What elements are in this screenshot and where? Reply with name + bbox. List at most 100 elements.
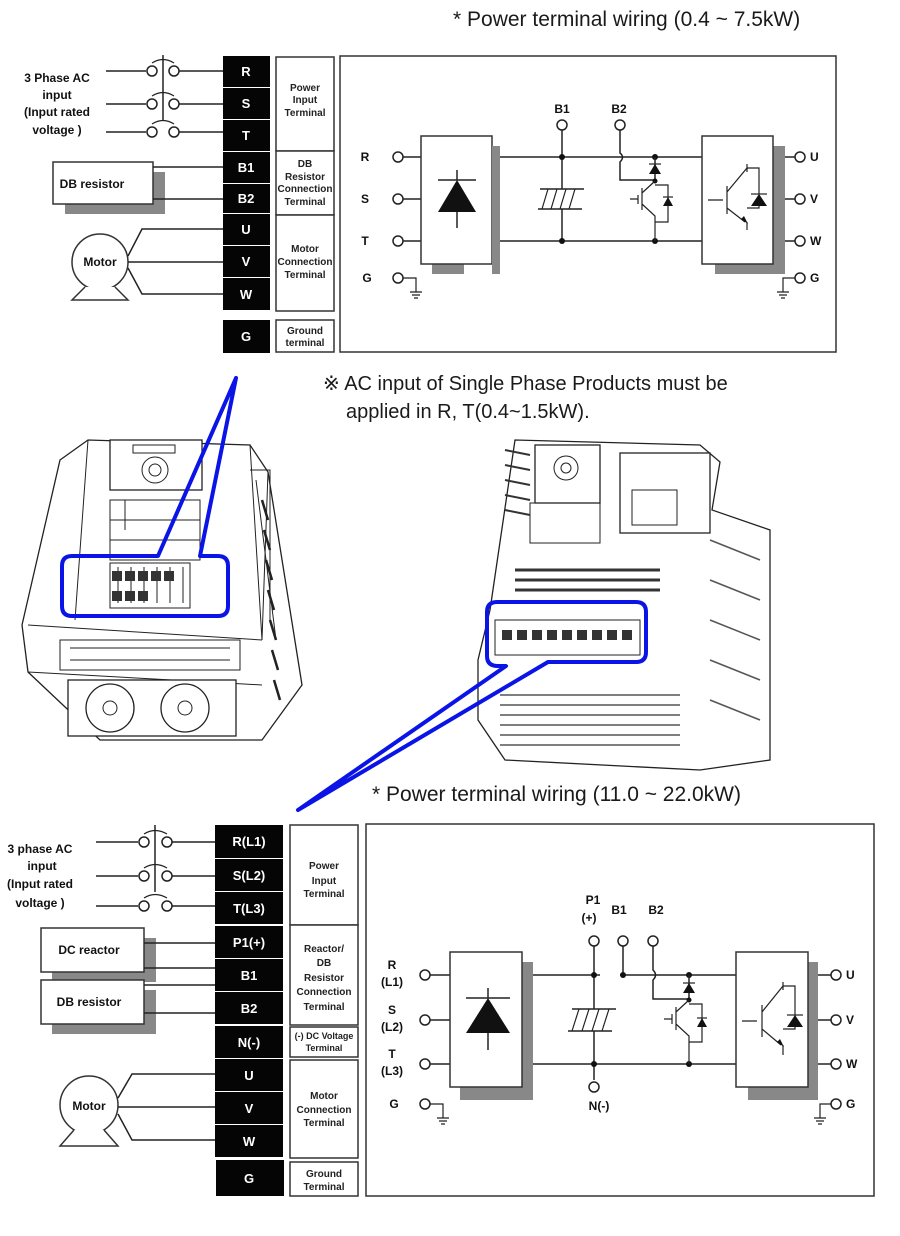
inverter-drawing-large bbox=[296, 439, 771, 812]
bottom-igbt-icon bbox=[742, 982, 803, 1055]
top-group-power-input bbox=[275, 56, 335, 152]
top-terminal-b2: B2 bbox=[238, 191, 255, 206]
bottom-terminal-p1: P1(+) bbox=[233, 935, 265, 950]
bottom-terminal-w: W bbox=[243, 1134, 256, 1149]
bottom-input-label-1: 3 phase AC bbox=[8, 842, 73, 856]
bottom-terminal-r: R(L1) bbox=[232, 834, 265, 849]
top-terminal-u: U bbox=[241, 222, 250, 237]
bottom-breaker-icon bbox=[96, 825, 215, 912]
top-circuit-out-g: G bbox=[810, 271, 819, 285]
top-group-ground-l1: Ground bbox=[287, 326, 323, 337]
top-brake-chopper-icon bbox=[630, 157, 673, 241]
bottom-title: * Power terminal wiring (11.0 ~ 22.0kW) bbox=[372, 783, 741, 806]
bottom-db-resistor-box bbox=[40, 979, 145, 1025]
top-group-motor-l2: Connection bbox=[278, 257, 333, 268]
bottom-circuit-in-s: S bbox=[388, 1003, 396, 1017]
bottom-input-label-3: (Input rated bbox=[7, 877, 73, 891]
terminal-screws-small bbox=[109, 562, 191, 609]
top-group-ground bbox=[275, 319, 335, 353]
bottom-group-dc-l1: (-) DC Voltage bbox=[295, 1031, 354, 1041]
bottom-group-reactor-l1: Reactor/ bbox=[304, 944, 344, 955]
bottom-circuit-b2-label: B2 bbox=[648, 903, 664, 917]
bottom-terminal-b2: B2 bbox=[241, 1001, 258, 1016]
terminal-screws-large bbox=[494, 619, 641, 656]
bottom-brake-chopper-icon bbox=[664, 975, 707, 1064]
bottom-dc-reactor-box bbox=[40, 927, 145, 973]
top-group-ground-l2: terminal bbox=[286, 338, 325, 349]
bottom-circuit-out-g: G bbox=[846, 1097, 855, 1111]
top-wiring-panel: 3 Phase AC input (Input rated voltage ) … bbox=[24, 55, 335, 353]
top-circuit-b1-label: B1 bbox=[554, 102, 570, 116]
bottom-circuit-b1-label: B1 bbox=[611, 903, 627, 917]
bottom-circuit-in-r: R bbox=[388, 958, 397, 972]
top-terminal-g: G bbox=[241, 329, 251, 344]
bottom-terminal-strip bbox=[215, 825, 284, 1196]
bottom-group-motor bbox=[289, 1059, 359, 1159]
top-breaker-icon bbox=[106, 55, 223, 138]
top-db-resistor-box bbox=[52, 161, 154, 205]
bottom-circuit-in-g: G bbox=[389, 1097, 398, 1111]
single-phase-note-line2: applied in R, T(0.4~1.5kW). bbox=[346, 401, 590, 423]
bottom-input-label-4: voltage ) bbox=[15, 896, 64, 910]
top-group-db-l3: Connection bbox=[278, 184, 333, 195]
bottom-circuit-in-r-alt: (L1) bbox=[381, 975, 403, 989]
bottom-db-resistor-label: DB resistor bbox=[57, 995, 122, 1009]
top-terminal-t: T bbox=[242, 128, 250, 143]
top-circuit-out-v: V bbox=[810, 192, 818, 206]
bottom-input-label-2: input bbox=[27, 859, 56, 873]
bottom-circuit-out-v: V bbox=[846, 1013, 854, 1027]
top-group-power-input-l1: Power bbox=[290, 83, 320, 94]
top-terminal-strip bbox=[223, 56, 270, 353]
bottom-terminal-s: S(L2) bbox=[233, 868, 266, 883]
top-terminal-b1: B1 bbox=[238, 160, 255, 175]
top-group-power-input-l3: Terminal bbox=[285, 108, 326, 119]
bottom-dc-reactor-label: DC reactor bbox=[58, 943, 120, 957]
bottom-group-ground bbox=[289, 1161, 359, 1197]
bottom-terminal-v: V bbox=[245, 1101, 254, 1116]
bottom-group-motor-l3: Terminal bbox=[304, 1118, 345, 1129]
bottom-group-ground-l1: Ground bbox=[306, 1169, 342, 1180]
bottom-group-motor-l2: Connection bbox=[297, 1105, 352, 1116]
top-circuit-in-r: R bbox=[361, 150, 370, 164]
bottom-circuit-out-u: U bbox=[846, 968, 855, 982]
bottom-circuit-p1-sub: (+) bbox=[582, 911, 597, 925]
top-group-db-l1: DB bbox=[298, 159, 312, 170]
bottom-wiring-panel: 3 phase AC input (Input rated voltage ) … bbox=[7, 824, 359, 1197]
bottom-capacitor-icon bbox=[568, 1008, 616, 1032]
top-rectifier-diode-icon bbox=[438, 170, 476, 228]
bottom-terminal-b1: B1 bbox=[241, 968, 258, 983]
top-circuit-panel: R S T G B1 B2 bbox=[339, 55, 837, 353]
top-terminal-r: R bbox=[241, 64, 251, 79]
top-group-power-input-l2: Input bbox=[293, 95, 318, 106]
top-group-db-l2: Resistor bbox=[285, 172, 325, 183]
bottom-circuit-n-label: N(-) bbox=[589, 1099, 610, 1113]
top-input-label-1: 3 Phase AC bbox=[24, 71, 90, 85]
bottom-group-reactor-l2: DB bbox=[317, 958, 331, 969]
bottom-group-reactor-db bbox=[289, 924, 359, 1026]
callout-large-terminal bbox=[296, 600, 648, 812]
bottom-group-dc-l2: Terminal bbox=[306, 1043, 343, 1053]
bottom-group-reactor-l5: Terminal bbox=[304, 1002, 345, 1013]
top-input-label-4: voltage ) bbox=[32, 123, 81, 137]
bottom-terminal-t: T(L3) bbox=[233, 901, 265, 916]
top-group-motor bbox=[275, 214, 335, 312]
top-terminal-s: S bbox=[242, 96, 251, 111]
top-circuit-out-w: W bbox=[810, 234, 822, 248]
top-motor-label: Motor bbox=[83, 255, 117, 269]
top-input-label-3: (Input rated bbox=[24, 105, 90, 119]
top-group-db-resistor bbox=[275, 150, 335, 216]
top-circuit-in-t: T bbox=[361, 234, 369, 248]
bottom-terminal-u: U bbox=[244, 1068, 253, 1083]
top-terminal-w: W bbox=[240, 287, 253, 302]
bottom-group-power-l3: Terminal bbox=[304, 889, 345, 900]
bottom-group-reactor-l3: Resistor bbox=[304, 973, 344, 984]
inverter-drawing-small bbox=[21, 376, 303, 741]
top-input-label-2: input bbox=[42, 88, 71, 102]
top-group-motor-l3: Terminal bbox=[285, 270, 326, 281]
bottom-terminal-n: N(-) bbox=[238, 1035, 260, 1050]
bottom-circuit-out-w: W bbox=[846, 1057, 858, 1071]
bottom-group-power-l1: Power bbox=[309, 861, 339, 872]
bottom-circuit-in-t-alt: (L3) bbox=[381, 1064, 403, 1078]
bottom-group-power-input bbox=[289, 824, 359, 926]
